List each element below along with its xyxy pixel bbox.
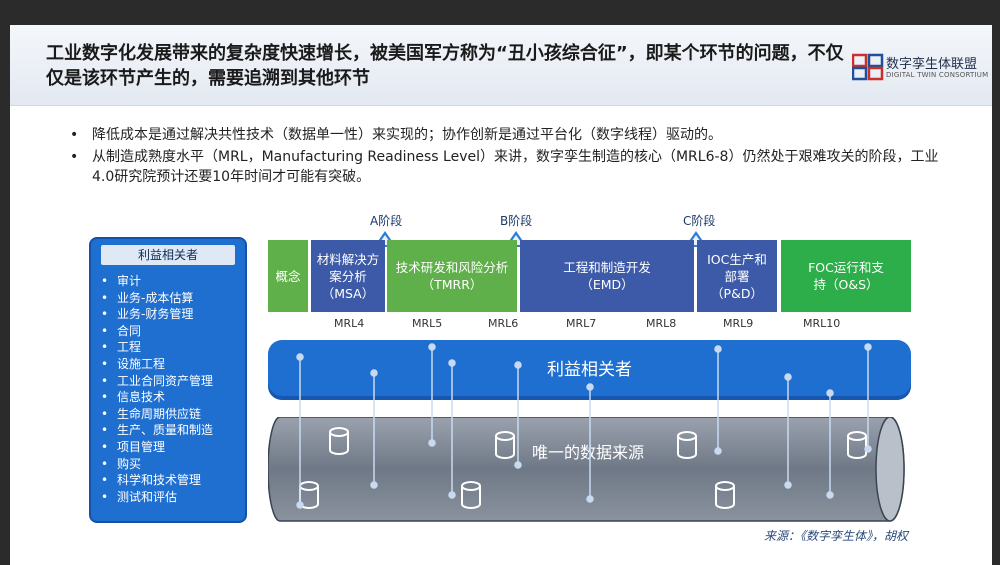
list-item: • 信息技术 (101, 389, 241, 406)
phase-emd: 工程和制造开发（EMD） (520, 240, 694, 312)
mrl-label: MRL9 (723, 317, 754, 330)
list-item: • 项目管理 (101, 439, 241, 456)
phase-tmrr: 技术研发和风险分析（TMRR） (387, 240, 517, 312)
list-item-label: 购买 (117, 456, 142, 471)
list-item-label: 生命周期供应链 (117, 406, 202, 421)
bullet-item: • 降低成本是通过解决共性技术（数据单一性）来实现的；协作创新是通过平台化（数字线… (70, 125, 950, 145)
consortium-logo: 数字孪生体联盟 DIGITAL TWIN CONSORTIUM (852, 51, 992, 87)
list-item: • 设施工程 (101, 356, 241, 373)
source-note: 来源：《数字孪生体》，胡权 (764, 529, 909, 543)
stakeholder-bar: 利益相关者 (268, 340, 911, 400)
database-icon (299, 481, 319, 509)
list-item: • 生命周期供应链 (101, 406, 241, 423)
bullet-icon: • (101, 456, 109, 471)
phase-msa: 材料解决方案分析（MSA） (311, 240, 385, 312)
bullet-item: • 从制造成熟度水平（MRL，Manufacturing Readiness Le… (70, 147, 950, 187)
title-band: 工业数字化发展带来的复杂度快速增长，被美国军方称为“丑小孩综合征”，即某个环节的… (10, 25, 992, 106)
data-source-label: 唯一的数据来源 (531, 443, 644, 462)
list-item-label: 合同 (117, 323, 142, 338)
list-item: • 购买 (101, 456, 241, 473)
cylinder-shape-icon (267, 416, 905, 522)
list-item: • 生产、质量和制造 (101, 422, 241, 439)
list-item: • 测试和评估 (101, 489, 241, 506)
mrl-label: MRL5 (412, 317, 443, 330)
bullet-icon: • (101, 423, 109, 438)
bullet-icon: • (101, 274, 109, 288)
list-item-label: 工业合同资产管理 (117, 373, 214, 388)
list-item-label: 设施工程 (117, 356, 166, 371)
list-item: • 科学和技术管理 (101, 472, 241, 489)
bullet-icon: • (101, 340, 109, 355)
page-title: 工业数字化发展带来的复杂度快速增长，被美国军方称为“丑小孩综合征”，即某个环节的… (46, 43, 844, 89)
list-item: • 审计 (101, 273, 241, 290)
bullet-icon: • (101, 473, 109, 488)
mrl-label: MRL7 (566, 317, 597, 330)
phase-os: FOC运行和支持（O&S） (781, 240, 911, 312)
slide: 工业数字化发展带来的复杂度快速增长，被美国军方称为“丑小孩综合征”，即某个环节的… (10, 25, 992, 565)
stakeholder-panel: 利益相关者 • 审计 • 业务-成本估算 • 业务-财务管理 • 合同 • 工程 • 设施工… (89, 237, 247, 523)
list-item-label: 项目管理 (117, 439, 166, 454)
bullet-text: 降低成本是通过解决共性技术（数据单一性）来实现的；协作创新是通过平台化（数字线程… (92, 127, 722, 143)
database-icon (329, 427, 349, 455)
list-item: • 业务-成本估算 (101, 290, 241, 307)
milestone-c-label: C阶段 (683, 214, 716, 228)
phase-pd: IOC生产和部署（P&D） (697, 240, 777, 312)
list-item: • 工程 (101, 339, 241, 356)
logo-name-cn: 数字孪生体联盟 (886, 57, 978, 72)
bullet-list: • 降低成本是通过解决共性技术（数据单一性）来实现的；协作创新是通过平台化（数字线… (70, 125, 950, 189)
stakeholder-bar-label: 利益相关者 (547, 360, 632, 380)
database-icon (847, 431, 867, 459)
list-item-label: 业务-财务管理 (117, 307, 194, 322)
bullet-icon: • (101, 356, 109, 371)
list-item-label: 生产、质量和制造 (117, 423, 214, 438)
bullet-icon: • (101, 323, 109, 338)
list-item-label: 测试和评估 (117, 489, 178, 504)
bullet-icon: • (101, 406, 109, 421)
mrl-label: MRL6 (488, 317, 519, 330)
list-item-label: 信息技术 (117, 390, 166, 405)
milestone-b-label: B阶段 (500, 214, 533, 228)
stakeholder-list: • 审计 • 业务-成本估算 • 业务-财务管理 • 合同 • 工程 • 设施工程 • 工业合… (101, 273, 241, 505)
logo-mark-icon (852, 53, 884, 81)
bullet-icon: • (101, 390, 109, 405)
database-icon (715, 481, 735, 509)
logo-name-en: DIGITAL TWIN CONSORTIUM (886, 71, 989, 79)
bullet-icon: • (101, 373, 109, 388)
bullet-icon: • (70, 149, 79, 165)
list-item-label: 业务-成本估算 (117, 290, 194, 305)
bullet-icon: • (101, 307, 109, 322)
milestone-a-label: A阶段 (370, 214, 403, 228)
list-item-label: 审计 (117, 274, 142, 288)
bullet-text: 从制造成熟度水平（MRL，Manufacturing Readiness Lev… (92, 149, 939, 185)
bullet-icon: • (101, 439, 109, 454)
mrl-label: MRL8 (646, 317, 677, 330)
database-icon (677, 431, 697, 459)
bullet-icon: • (70, 127, 79, 143)
bullet-icon: • (101, 290, 109, 305)
stakeholder-panel-title: 利益相关者 (101, 245, 235, 265)
list-item: • 业务-财务管理 (101, 306, 241, 323)
data-source-cylinder: 唯一的数据来源 (267, 416, 908, 522)
list-item-label: 科学和技术管理 (117, 473, 202, 488)
mrl-label: MRL4 (334, 317, 365, 330)
bullet-icon: • (101, 489, 109, 504)
mrl-label: MRL10 (803, 317, 841, 330)
database-icon (495, 431, 515, 459)
phase-concept: 概念 (268, 240, 308, 312)
database-icon (461, 481, 481, 509)
list-item-label: 工程 (117, 340, 142, 355)
list-item: • 合同 (101, 323, 241, 340)
list-item: • 工业合同资产管理 (101, 373, 241, 390)
